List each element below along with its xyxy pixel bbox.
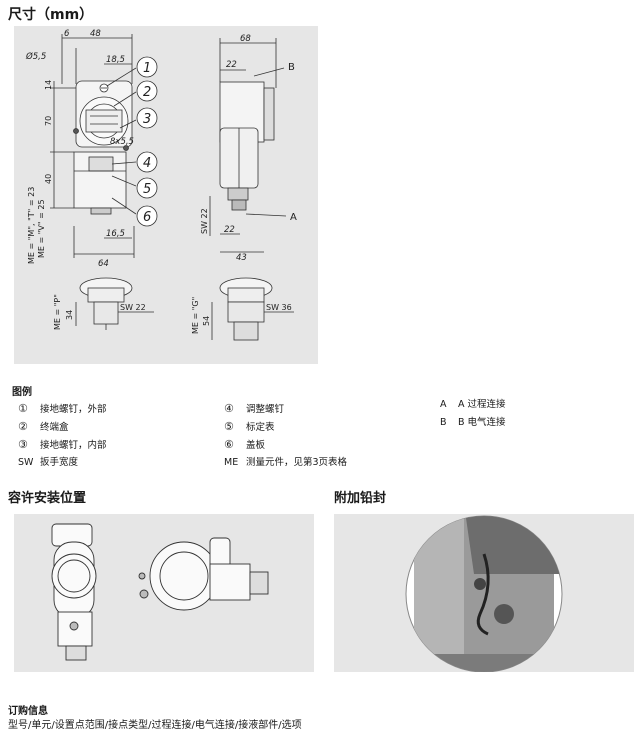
page-title: 尺寸（mm） [8, 7, 94, 23]
legend-text: 标定表 [246, 422, 275, 433]
dim-8x5-5: 8x5,5 [110, 137, 134, 147]
seal-image [334, 514, 634, 672]
legend-symbol: ④ [224, 402, 234, 415]
callout-4: 4 [143, 156, 151, 171]
dim-sw22: SW 22 [120, 303, 146, 312]
dim-me-v: ME = "V" = 25 [37, 199, 46, 258]
legend-item: ④ 调整螺钉 [224, 402, 284, 416]
legend-text: 终端盒 [40, 422, 69, 433]
legend-item: SW 扳手宽度 [18, 456, 78, 470]
callout-2: 2 [143, 85, 151, 100]
connection-code: B [440, 417, 447, 428]
dim-34: 34 [65, 310, 74, 320]
order-heading: 订购信息 [8, 706, 48, 717]
legend-symbol: ME [224, 457, 239, 468]
dim-43: 43 [236, 253, 247, 263]
legend-item: ② 终端盒 [18, 420, 69, 434]
legend-text: 盖板 [246, 440, 266, 451]
dim-diameter-5-5: Ø5,5 [25, 51, 46, 62]
dim-22-bottom: 22 [224, 225, 235, 235]
legend-symbol: ① [18, 402, 28, 415]
legend-text: 测量元件，见第3页表格 [246, 457, 348, 468]
connection-code: A [440, 399, 447, 410]
legend-text: 扳手宽度 [40, 457, 79, 468]
legend-heading: 图例 [12, 387, 32, 398]
connection-text: A 过程连接 [458, 399, 506, 410]
legend-item: ⑤ 标定表 [224, 420, 275, 434]
legend-symbol: ② [18, 420, 28, 433]
legend-text: 接地螺钉，内部 [40, 440, 107, 451]
dim-22-top: 22 [226, 60, 237, 70]
dimension-drawing: 1 2 3 4 5 6 Ø5,5 6 48 18,5 14 70 8x5,5 4… [14, 26, 318, 364]
dim-me-p: ME = "P" [53, 294, 62, 330]
dimension-drawing-svg: 1 2 3 4 5 6 Ø5,5 6 48 18,5 14 70 8x5,5 4… [25, 29, 297, 341]
dim-sw22-side: SW 22 [200, 208, 209, 234]
legend-item: ⑥ 盖板 [224, 438, 265, 452]
dim-sw36: SW 36 [266, 303, 292, 312]
dim-68: 68 [240, 34, 251, 44]
callout-5: 5 [143, 182, 151, 197]
dim-70: 70 [44, 116, 53, 126]
mounting-image [14, 514, 314, 672]
label-b: B [288, 62, 295, 73]
legend-item: ME 测量元件，见第3页表格 [224, 456, 347, 470]
legend-symbol: SW [18, 457, 34, 468]
legend-symbol: ③ [18, 438, 28, 451]
seal-illustration [405, 515, 563, 672]
seal-heading: 附加铅封 [334, 491, 387, 506]
connection-text: B 电气连接 [458, 417, 506, 428]
dim-14: 14 [44, 80, 53, 90]
legend-symbol: ⑤ [224, 420, 234, 433]
dim-64: 64 [98, 259, 109, 269]
legend-symbol: ⑥ [224, 438, 234, 451]
legend-connection: A A 过程连接 [440, 398, 506, 412]
dim-40: 40 [44, 174, 53, 184]
label-a: A [290, 212, 297, 223]
dim-me-m-t: ME = "M", "T" = 23 [27, 187, 36, 264]
dim-48: 48 [90, 29, 101, 39]
dim-54: 54 [202, 316, 211, 326]
dim-18-5: 18,5 [106, 55, 125, 65]
dim-16-5: 16,5 [106, 229, 125, 239]
legend-connection: B B 电气连接 [440, 416, 506, 430]
mounting-heading: 容许安装位置 [8, 491, 87, 506]
dim-6: 6 [64, 29, 70, 39]
order-text: 型号/单元/设置点范围/接点类型/过程连接/电气连接/接液部件/选项 [8, 720, 302, 731]
legend-item: ① 接地螺钉，外部 [18, 402, 107, 416]
dim-me-g: ME = "G" [191, 297, 200, 334]
callout-6: 6 [143, 210, 151, 225]
mounting-illustration [51, 523, 269, 661]
legend-item: ③ 接地螺钉，内部 [18, 438, 107, 452]
legend-text: 调整螺钉 [246, 404, 285, 415]
callout-3: 3 [143, 112, 151, 127]
legend-text: 接地螺钉，外部 [40, 404, 107, 415]
callout-1: 1 [143, 61, 151, 76]
